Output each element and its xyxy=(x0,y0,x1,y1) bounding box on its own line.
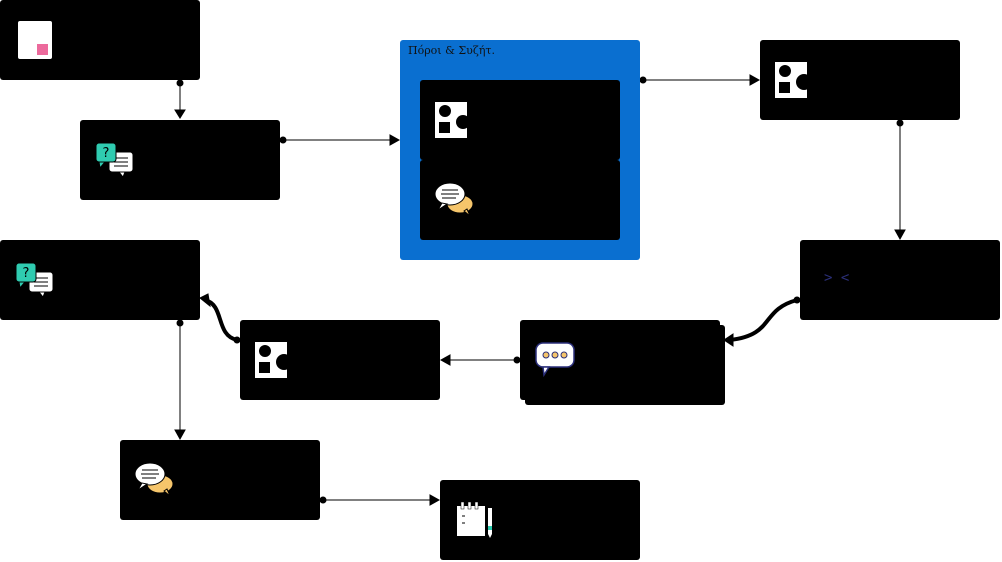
node-question-answer-2[interactable]: ? xyxy=(0,240,200,320)
shapes-icon xyxy=(775,62,812,98)
edge-arrowhead xyxy=(389,134,401,146)
node-speech[interactable] xyxy=(520,320,720,400)
svg-text:?: ? xyxy=(23,266,30,281)
node-shapes-right[interactable] xyxy=(760,40,960,120)
code-icon: > < xyxy=(824,270,850,286)
edge-code-speech xyxy=(729,298,798,342)
edge-arrowhead xyxy=(439,354,451,366)
svg-text:?: ? xyxy=(103,146,110,161)
question-answer-icon: ? xyxy=(95,142,134,178)
edge-arrowhead xyxy=(174,429,186,441)
node-chat-bottom[interactable] xyxy=(120,440,320,520)
node-shapes-mid[interactable] xyxy=(240,320,440,400)
node-chat-in-group[interactable] xyxy=(420,160,620,240)
shapes-icon xyxy=(435,102,470,138)
group-title: Πόροι & Συζήτ. xyxy=(408,44,496,57)
edge-arrowhead xyxy=(174,109,186,119)
chat-bubbles-icon xyxy=(134,462,174,497)
edge-arrowhead xyxy=(429,494,441,506)
edge-arrowhead xyxy=(749,74,761,86)
node-notes[interactable] xyxy=(440,480,640,560)
edge-arrowhead xyxy=(894,229,906,241)
question-answer-icon: ? xyxy=(15,262,54,298)
chat-bubbles-icon xyxy=(434,182,474,217)
notes-pencil-icon xyxy=(457,502,492,538)
shapes-icon xyxy=(255,342,292,378)
node-document[interactable] xyxy=(0,0,200,80)
node-code[interactable]: > < xyxy=(800,240,1000,320)
node-shapes-in-group[interactable] xyxy=(420,80,620,160)
node-question-answer-1[interactable]: ? xyxy=(80,120,280,200)
speech-bubble-icon xyxy=(535,342,575,378)
edge-arrowhead xyxy=(723,333,734,347)
resources-group[interactable]: Πόροι & Συζήτ. xyxy=(400,40,640,260)
document-icon xyxy=(18,21,52,59)
edge-arrowhead xyxy=(199,293,211,308)
